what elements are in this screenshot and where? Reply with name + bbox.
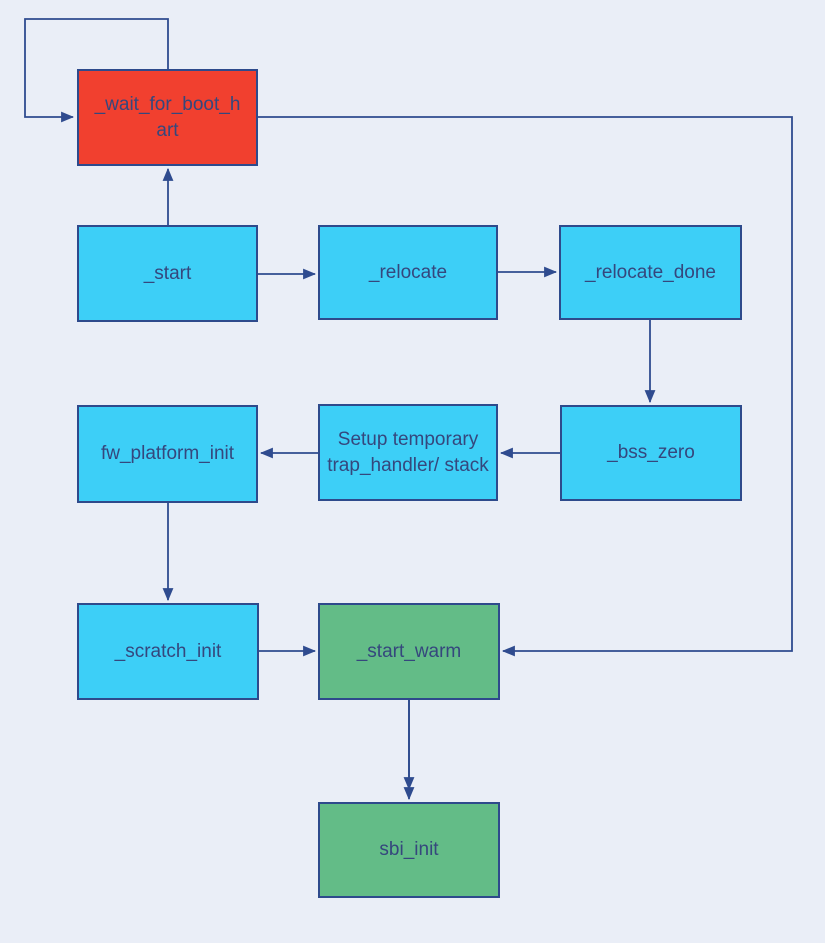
edge-wait-self-loop: [24, 18, 169, 123]
node-scratch-init: _scratch_init: [77, 603, 259, 700]
node-start-warm: _start_warm: [318, 603, 500, 700]
node-label: _relocate_done: [585, 261, 716, 283]
node-fw-platform-init: fw_platform_init: [77, 405, 258, 503]
node-label: _relocate: [368, 261, 448, 283]
node-label: _start_warm: [356, 640, 462, 662]
node-label: _wait_for_boot_hart: [94, 94, 241, 141]
node-relocate-done: _relocate_done: [559, 225, 742, 320]
node-wait-for-boot-hart: _wait_for_boot_hart: [77, 69, 258, 166]
node-setup-temporary-trap-handler-stack: Setup temporary trap_handler/ stack: [318, 404, 498, 501]
node-sbi-init: sbi_init: [318, 802, 500, 898]
node-start: _start: [77, 225, 258, 322]
node-label: Setup temporary trap_handler/ stack: [327, 429, 489, 476]
node-label: _bss_zero: [607, 442, 695, 464]
node-label: fw_platform_init: [100, 443, 235, 465]
node-label: sbi_init: [379, 839, 439, 861]
node-label: _scratch_init: [114, 640, 222, 662]
node-bss-zero: _bss_zero: [560, 405, 742, 501]
node-relocate: _relocate: [318, 225, 498, 320]
edge-wait-to-start-warm: [258, 116, 793, 657]
node-label: _start: [143, 262, 192, 284]
